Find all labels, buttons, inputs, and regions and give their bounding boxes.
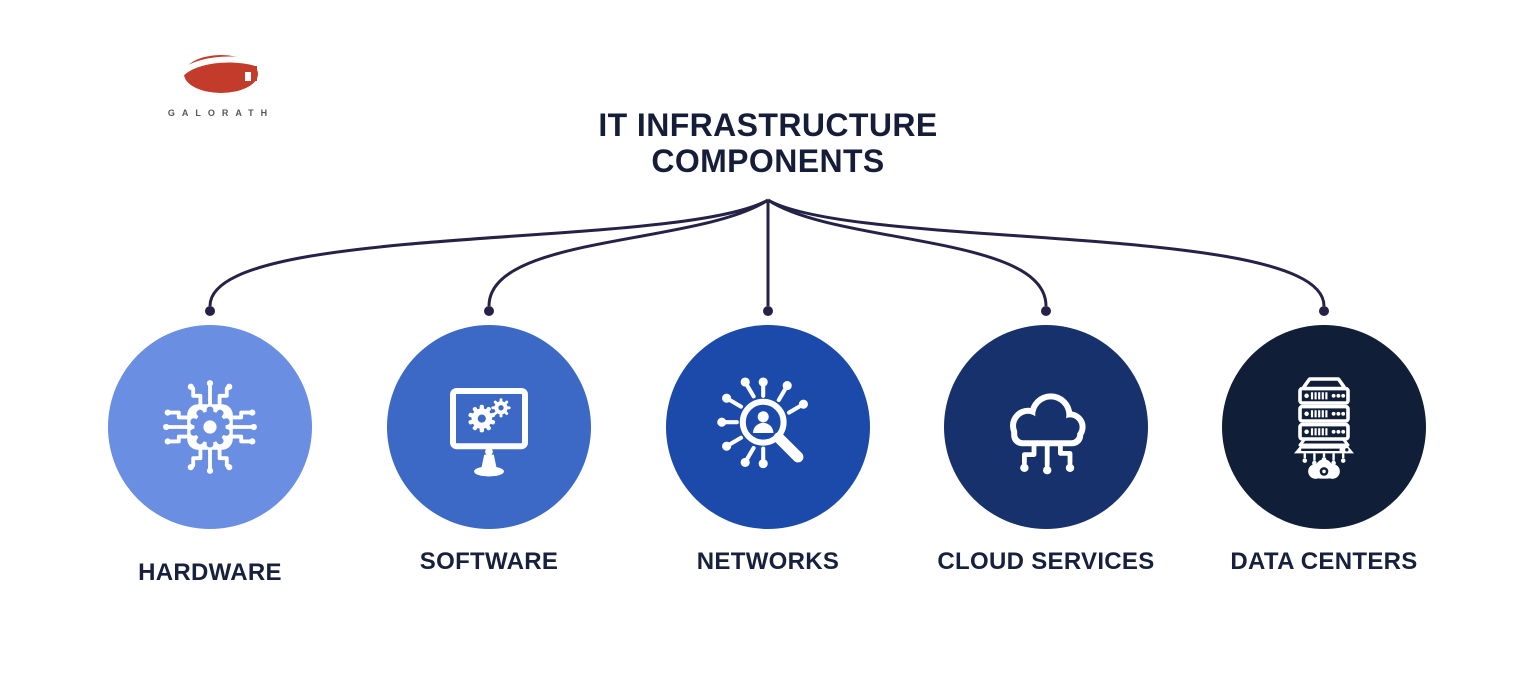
spokes (717, 377, 808, 469)
galorath-logo-icon (173, 55, 262, 93)
monitor-gears-icon (450, 388, 528, 477)
node-cloud-services (944, 325, 1148, 529)
server-rack-icon (1294, 377, 1354, 479)
galorath-logo: GALORATH (148, 46, 288, 118)
network-search-icon (717, 377, 808, 469)
node-software (387, 325, 591, 529)
page-title: IT INFRASTRUCTURE COMPONENTS (0, 107, 1536, 180)
connector-end-dots (205, 306, 1329, 316)
chip-icon (163, 380, 257, 474)
node-hardware (108, 325, 312, 529)
label-networks: NETWORKS (696, 548, 840, 575)
page-title-line1: IT INFRASTRUCTURE (598, 107, 938, 143)
label-software: SOFTWARE (419, 548, 559, 575)
label-cloud-services: CLOUD SERVICES (937, 548, 1155, 575)
galorath-logo-wordmark: GALORATH (167, 108, 275, 118)
page-title-line2: COMPONENTS (651, 142, 885, 179)
label-hardware: HARDWARE (138, 559, 282, 586)
node-networks (666, 325, 870, 529)
cloud-circuit-icon (1010, 393, 1086, 475)
node-data-centers (1222, 325, 1426, 529)
label-data-centers: DATA CENTERS (1230, 548, 1418, 575)
